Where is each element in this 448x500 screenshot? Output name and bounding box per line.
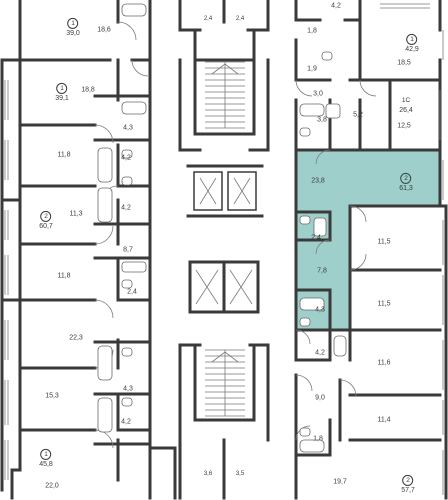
apartment-area: 57,7 xyxy=(401,486,415,494)
room-area: 4,2 xyxy=(121,154,131,162)
room-area: 1,8 xyxy=(313,435,323,443)
room-area: 12,5 xyxy=(397,122,411,130)
room-area: 22,3 xyxy=(69,334,83,342)
left-doors xyxy=(94,21,149,449)
left-wing-walls xyxy=(0,0,177,500)
stairs-top xyxy=(205,61,245,129)
room-area: 7,8 xyxy=(317,267,327,275)
apartment-label[interactable]: 1 39,0 xyxy=(66,13,80,37)
room-area: 4,2 xyxy=(121,204,131,212)
room-area: 9,0 xyxy=(315,394,325,402)
room-area: 4,2 xyxy=(121,418,131,426)
apartment-area: 39,1 xyxy=(55,94,69,102)
apartment-number: 1 xyxy=(40,448,52,460)
room-area: 11,3 xyxy=(69,210,83,218)
room-area: 4,3 xyxy=(123,385,133,393)
apartment-number: 2 xyxy=(402,474,414,486)
room-area: 23,8 xyxy=(311,177,325,185)
apartment-label[interactable]: 1 45,8 xyxy=(39,444,53,468)
right-wing-walls xyxy=(294,0,448,500)
apartment-area: 61,3 xyxy=(399,184,413,192)
room-area: 4,2 xyxy=(331,2,341,10)
apartment-label-selected[interactable]: 2 61,3 xyxy=(399,168,413,192)
room-area: 8,7 xyxy=(123,246,133,254)
room-area: 22,0 xyxy=(45,482,59,490)
room-area: 1,8 xyxy=(307,27,317,35)
stairs-bottom xyxy=(205,349,245,417)
room-area: 2,4 xyxy=(311,234,321,242)
room-area: 18,8 xyxy=(81,86,95,94)
apartment-label[interactable]: 2 57,7 xyxy=(401,470,415,494)
apartment-label[interactable]: 1С 26,4 xyxy=(399,90,413,114)
room-area: 3,8 xyxy=(317,116,327,124)
apartment-number: 1С xyxy=(401,96,411,104)
left-fixtures xyxy=(97,3,147,433)
elevators xyxy=(186,164,264,314)
apartment-number: 1 xyxy=(406,33,418,45)
apartment-area: 42,9 xyxy=(405,45,419,53)
room-area: 1,9 xyxy=(307,65,317,73)
apartment-area: 39,0 xyxy=(66,29,80,37)
room-area: 11,5 xyxy=(377,300,391,308)
room-area: 3,6 xyxy=(203,471,213,477)
room-area: 11,8 xyxy=(57,272,71,280)
room-area: 11,6 xyxy=(377,359,391,367)
left-windows xyxy=(4,80,9,480)
room-area: 2,4 xyxy=(127,288,137,296)
room-area: 11,4 xyxy=(377,416,391,424)
apartment-area: 26,4 xyxy=(399,106,413,114)
apartment-area: 60,7 xyxy=(39,222,53,230)
apartment-label[interactable]: 2 60,7 xyxy=(39,206,53,230)
room-area: 19,7 xyxy=(333,478,347,486)
right-windows xyxy=(380,3,444,495)
room-area: 15,3 xyxy=(45,392,59,400)
room-area: 3,5 xyxy=(235,471,245,477)
room-area: 4,3 xyxy=(315,306,325,314)
apartment-number: 2 xyxy=(40,210,52,222)
room-area: 4,2 xyxy=(315,349,325,357)
apartment-label[interactable]: 1 42,9 xyxy=(405,29,419,53)
apartment-area: 45,8 xyxy=(39,460,53,468)
room-area: 11,8 xyxy=(57,151,71,159)
room-area: 2,4 xyxy=(203,16,213,22)
apartment-number: 1 xyxy=(56,82,68,94)
room-area: 2,4 xyxy=(235,16,245,22)
center-core xyxy=(178,0,270,500)
room-area: 5,2 xyxy=(353,111,363,119)
room-area: 4,3 xyxy=(123,124,133,132)
apartment-label[interactable]: 1 39,1 xyxy=(55,78,69,102)
room-area: 11,5 xyxy=(377,238,391,246)
room-area: 18,5 xyxy=(397,59,411,67)
apartment-number: 2 xyxy=(400,172,412,184)
room-area: 18,6 xyxy=(97,26,111,34)
right-fixtures xyxy=(299,51,347,453)
room-area: 3,0 xyxy=(313,90,323,98)
apartment-number: 1 xyxy=(67,17,79,29)
